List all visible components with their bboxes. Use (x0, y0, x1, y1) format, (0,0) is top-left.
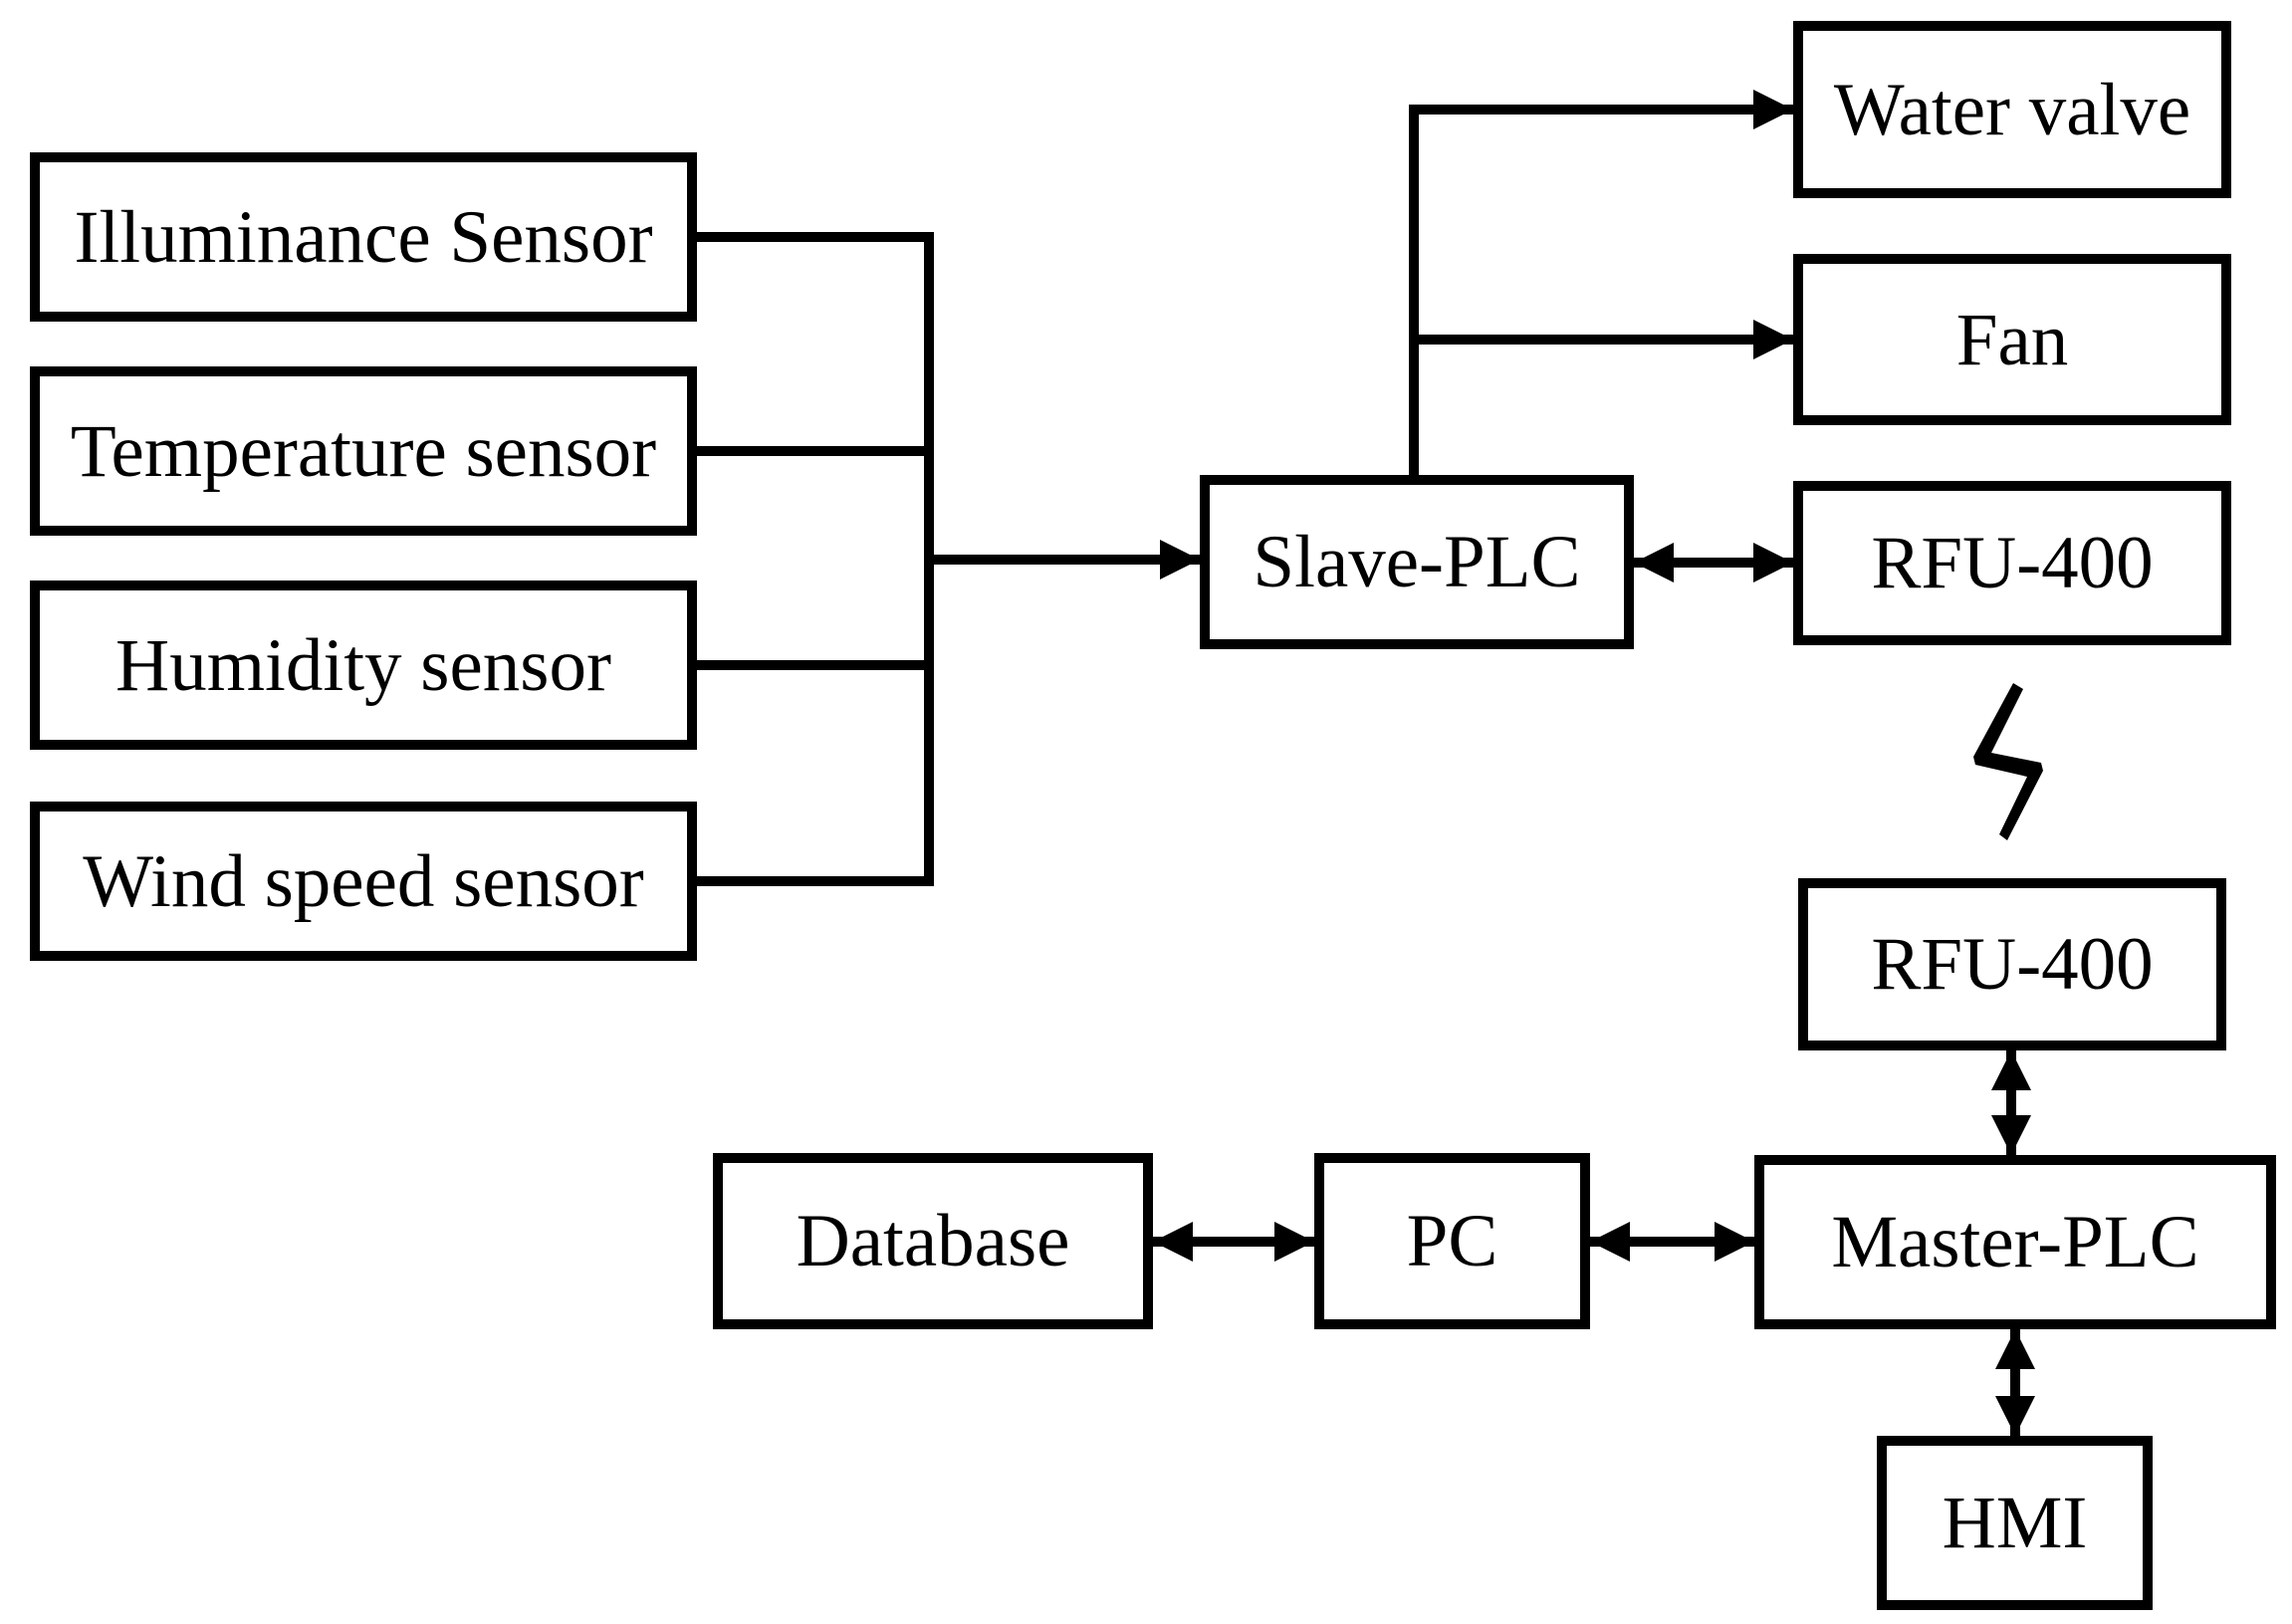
wireless-link-lightning-bolt-icon (1973, 683, 2043, 840)
node-temperature-sensor-label: Temperature sensor (70, 409, 657, 493)
node-water-valve-label: Water valve (1833, 68, 2191, 151)
node-rfu400-base: RFU-400 (1798, 878, 2226, 1050)
node-rfu400-base-label: RFU-400 (1871, 923, 2154, 1006)
node-hmi-label: HMI (1942, 1482, 2088, 1564)
node-master-plc: Master-PLC (1754, 1155, 2276, 1329)
node-illuminance-sensor: Illuminance Sensor (30, 152, 697, 322)
node-database: Database (713, 1153, 1153, 1329)
node-temperature-sensor: Temperature sensor (30, 366, 697, 536)
node-slave-plc: Slave-PLC (1200, 475, 1634, 649)
node-rfu400-field-label: RFU-400 (1871, 522, 2154, 604)
node-humidity-sensor-label: Humidity sensor (115, 623, 611, 707)
node-wind-speed-sensor-label: Wind speed sensor (83, 839, 644, 923)
node-rfu400-field: RFU-400 (1793, 481, 2231, 645)
node-fan: Fan (1793, 254, 2231, 425)
node-database-label: Database (796, 1200, 1070, 1282)
node-pc-label: PC (1406, 1200, 1498, 1282)
node-water-valve: Water valve (1793, 21, 2231, 198)
node-slave-plc-label: Slave-PLC (1253, 521, 1581, 603)
node-fan-label: Fan (1955, 298, 2069, 381)
node-humidity-sensor: Humidity sensor (30, 580, 697, 750)
node-pc: PC (1314, 1153, 1590, 1329)
node-master-plc-label: Master-PLC (1831, 1201, 2199, 1283)
node-hmi: HMI (1877, 1436, 2153, 1610)
node-wind-speed-sensor: Wind speed sensor (30, 802, 697, 961)
node-illuminance-sensor-label: Illuminance Sensor (74, 195, 653, 279)
